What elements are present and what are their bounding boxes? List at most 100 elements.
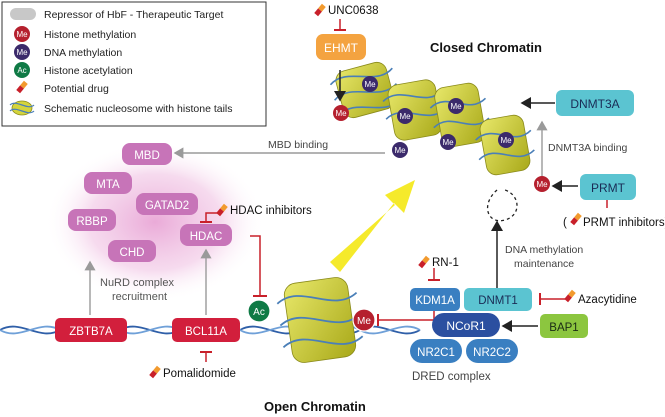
nr2c2-box xyxy=(466,339,518,363)
legend-label-drug: Potential drug xyxy=(44,83,109,95)
open-histone-meth-badge-text: Me xyxy=(357,316,371,327)
histone-meth-badge-prmt xyxy=(534,176,550,192)
mbd-label: MBD xyxy=(134,150,160,162)
dnmt1-label: DNMT1 xyxy=(478,295,518,307)
nr2c1-label: NR2C1 xyxy=(417,347,455,359)
legend-ac-text: Ac xyxy=(17,66,26,75)
closed-chromatin-title: Closed Chromatin xyxy=(430,40,542,55)
zbtb7a-label: ZBTB7A xyxy=(69,326,113,338)
dnmt3a-box: DNMT3A xyxy=(556,90,634,116)
ncor1-label: NCoR1 xyxy=(446,319,486,333)
pill-capsule-icon xyxy=(564,289,576,303)
dna-meth-badge-1-text: Me xyxy=(364,80,376,89)
dred-complex-text: DRED complex xyxy=(412,371,491,383)
green-ac-circle-icon xyxy=(14,62,30,78)
ncor1-box xyxy=(432,313,500,337)
dna-meth-badge-3-text: Me xyxy=(394,146,406,155)
rbbp-label: RBBP xyxy=(76,216,108,228)
dna-meth-badge-1 xyxy=(362,76,378,92)
bap1-box: BAP1 xyxy=(540,314,588,338)
drug-azacytidine: Azacytidine xyxy=(564,289,637,306)
pill-capsule-icon xyxy=(16,80,28,94)
chd-label: CHD xyxy=(120,247,145,259)
dna-meth-badge-2 xyxy=(397,108,413,124)
drug-prmt-inhibitors: ( PRMT inhibitors) xyxy=(563,212,665,229)
mbd-box xyxy=(122,143,172,165)
dna-meth-maintenance-text-2: maintenance xyxy=(514,258,574,270)
dna-meth-badge-6-text: Me xyxy=(500,136,512,145)
hdac-inhibition-line xyxy=(250,235,261,296)
ehmt-box: EHMT xyxy=(316,34,366,60)
nr2c1-box xyxy=(410,339,462,363)
closed-chromatin-nucleosomes: Me Me Me Me Me Me Me Me xyxy=(329,61,550,222)
azacytidine-label: Azacytidine xyxy=(578,294,637,306)
gatad2-label: GATAD2 xyxy=(145,200,189,212)
legend-label-dna-meth: DNA methylation xyxy=(44,47,122,59)
acetylation-badge xyxy=(247,299,271,323)
pill-capsule-icon xyxy=(216,203,228,217)
pomalidomide-label: Pomalidomide xyxy=(163,368,236,380)
mta-box xyxy=(84,172,132,194)
ehmt-label: EHMT xyxy=(324,41,359,55)
dnmt3a-binding-text: DNMT3A binding xyxy=(548,142,628,154)
mta-label: MTA xyxy=(96,179,120,191)
chd-box xyxy=(108,240,156,262)
gray-pill-icon xyxy=(10,8,36,20)
mbd-binding-text: MBD binding xyxy=(268,139,328,151)
prmt-inhibitors-label: PRMT inhibitors) xyxy=(583,217,665,229)
kdm1a-inhibition-line xyxy=(378,311,435,321)
dnmt3a-label: DNMT3A xyxy=(570,97,619,111)
histone-meth-badge-prmt-text: Me xyxy=(536,180,548,189)
rbbp-box xyxy=(68,209,116,231)
connectors xyxy=(84,19,613,362)
acetylation-badge-text: Ac xyxy=(253,307,265,318)
drug-pomalidomide: Pomalidomide xyxy=(149,365,236,380)
kdm1a-label: KDM1A xyxy=(415,295,455,307)
hdac-label: HDAC xyxy=(190,231,223,243)
histone-meth-badge-ehmt xyxy=(333,105,349,121)
unc0638-label: UNC0638 xyxy=(328,5,379,17)
legend-me-red-text: Me xyxy=(16,30,28,39)
gatad2-box xyxy=(136,193,198,215)
kdm1a-box xyxy=(410,288,460,311)
prmt-box: PRMT xyxy=(580,174,636,200)
legend-label-acetyl: Histone acetylation xyxy=(44,65,133,77)
legend: Repressor of HbF - Therapeutic Target Me… xyxy=(1,1,267,127)
nurd-components: MBD MTA GATAD2 RBBP CHD HDAC xyxy=(68,143,232,262)
nr2c2-label: NR2C2 xyxy=(473,347,511,359)
bcl11a-box: BCL11A xyxy=(172,318,240,342)
rn1-label: RN-1 xyxy=(432,257,459,269)
legend-label-target: Repressor of HbF - Therapeutic Target xyxy=(44,9,223,21)
legend-me-purple-text: Me xyxy=(16,48,28,57)
pill-capsule-icon xyxy=(570,212,582,226)
legend-frame xyxy=(1,1,267,127)
dna-meth-badge-6 xyxy=(498,132,514,148)
dnmt1-box xyxy=(464,288,532,311)
dna-meth-badge-5 xyxy=(440,134,456,150)
nurd-recruit-text-1: NuRD complex xyxy=(100,277,174,289)
dna-meth-badge-2-text: Me xyxy=(399,112,411,121)
purple-me-circle-icon xyxy=(14,44,30,60)
zbtb7a-box: ZBTB7A xyxy=(55,318,127,342)
hdac-box xyxy=(180,224,232,246)
red-me-circle-icon xyxy=(14,26,30,42)
legend-label-histone-meth: Histone methylation xyxy=(44,29,136,41)
dna-meth-maintenance-text-1: DNA methylation xyxy=(505,244,583,256)
bap1-label: BAP1 xyxy=(549,322,578,334)
dna-meth-badge-3 xyxy=(392,142,408,158)
dna-meth-badge-4 xyxy=(448,98,464,114)
nucleosome-icon xyxy=(9,100,35,116)
open-histone-meth-badge xyxy=(352,308,376,332)
drug-rn1: RN-1 xyxy=(418,255,459,269)
bcl11a-label: BCL11A xyxy=(185,326,227,338)
dna-meth-badge-4-text: Me xyxy=(450,102,462,111)
dred-complex: KDM1A DNMT1 NCoR1 NR2C1 NR2C2 xyxy=(410,288,532,363)
nurd-recruit-text-2: recruitment xyxy=(112,291,167,303)
prmt-label: PRMT xyxy=(591,181,626,195)
open-chromatin-title: Open Chromatin xyxy=(264,399,366,414)
transition-arrow xyxy=(330,180,415,272)
nucleosome-closed-2 xyxy=(382,79,446,141)
methylation-maintenance-loop xyxy=(486,189,518,222)
